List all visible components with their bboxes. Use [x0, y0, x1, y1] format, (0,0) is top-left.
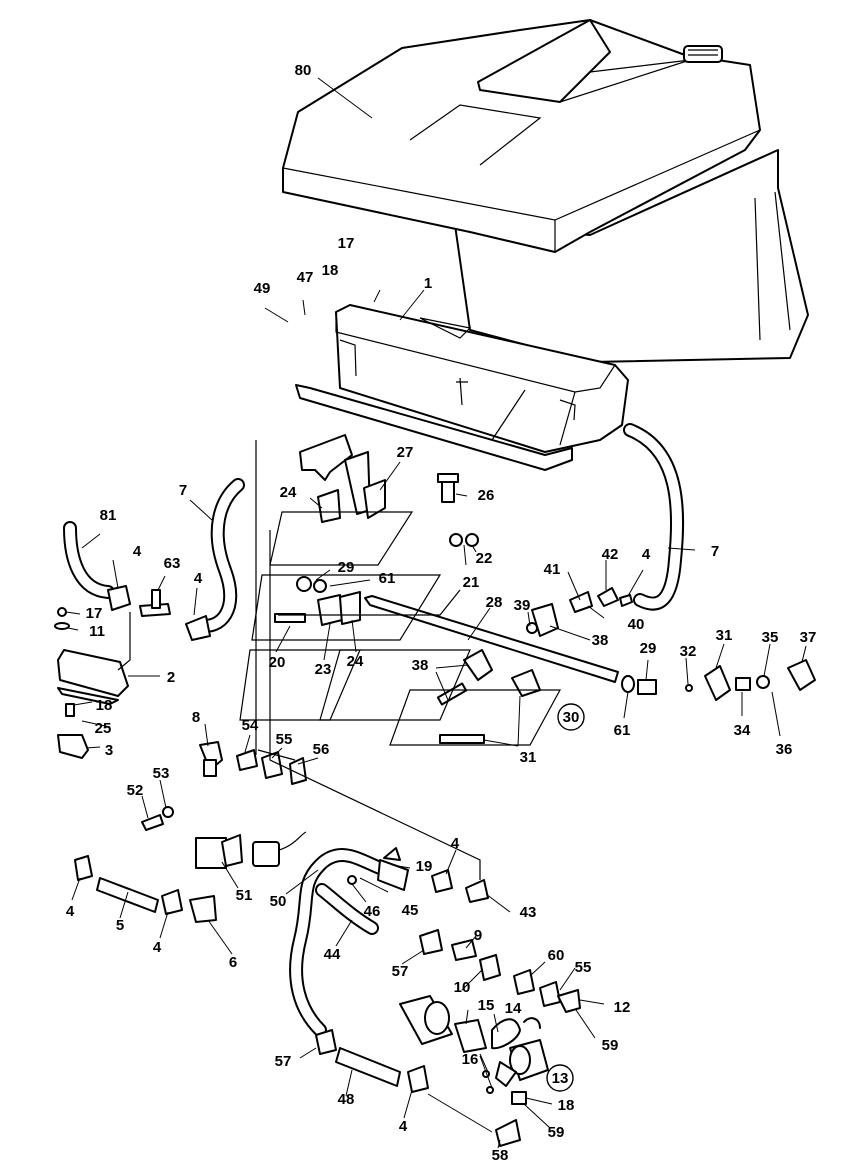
callout-label-55: 55 [575, 959, 592, 976]
callout-label-55: 55 [276, 731, 293, 748]
callout-label-4: 4 [642, 546, 651, 563]
callout-label-2: 2 [167, 669, 175, 686]
callout-label-80: 80 [295, 62, 312, 79]
callout-label-45: 45 [402, 902, 419, 919]
callout-label-29: 29 [640, 640, 657, 657]
tank-80 [282, 19, 809, 363]
callout-label-36: 36 [776, 741, 793, 758]
callout-label-17: 17 [86, 605, 103, 622]
callout-label-7: 7 [711, 543, 719, 560]
callout-label-63: 63 [164, 555, 181, 572]
callout-label-46: 46 [364, 903, 381, 920]
lower-hoses [289, 847, 581, 1147]
callout-label-14: 14 [505, 1000, 522, 1017]
callout-label-9: 9 [474, 927, 482, 944]
callout-label-53: 53 [153, 765, 170, 782]
callout-label-4: 4 [451, 835, 460, 852]
callout-label-31: 31 [716, 627, 733, 644]
callout-label-58: 58 [492, 1147, 509, 1164]
callout-label-42: 42 [602, 546, 619, 563]
callout-label-19: 19 [416, 858, 433, 875]
hose-7-left [193, 478, 245, 633]
callout-label-4: 4 [194, 570, 203, 587]
bracket-1 [295, 304, 629, 471]
callout-label-48: 48 [338, 1091, 355, 1108]
callout-label-59: 59 [548, 1124, 565, 1141]
callout-label-27: 27 [397, 444, 414, 461]
callout-label-18: 18 [558, 1097, 575, 1114]
callout-label-26: 26 [478, 487, 495, 504]
callout-label-10: 10 [454, 979, 471, 996]
callout-label-12: 12 [614, 999, 631, 1016]
callout-label-43: 43 [520, 904, 537, 921]
callout-label-50: 50 [270, 893, 287, 910]
callout-label-24: 24 [280, 484, 297, 501]
leader-lines [65, 77, 807, 1149]
callout-label-24: 24 [347, 653, 364, 670]
callout-label-60: 60 [548, 947, 565, 964]
callout-label-23: 23 [315, 661, 332, 678]
callout-label-35: 35 [762, 629, 779, 646]
callout-label-38: 38 [412, 657, 429, 674]
mounting-hardware [274, 434, 657, 744]
callout-label-22: 22 [476, 550, 493, 567]
circled-callout-30: 30 [563, 709, 580, 726]
callout-label-38: 38 [592, 632, 609, 649]
callout-label-6: 6 [229, 954, 237, 971]
callout-label-16: 16 [462, 1051, 479, 1068]
callout-label-39: 39 [514, 597, 531, 614]
callout-label-18: 18 [322, 262, 339, 279]
middle-fittings [199, 741, 307, 785]
callout-label-29: 29 [338, 559, 355, 576]
callout-label-61: 61 [379, 570, 396, 587]
callout-label-25: 25 [95, 720, 112, 737]
callout-label-4: 4 [66, 903, 75, 920]
callout-label-20: 20 [269, 654, 286, 671]
callout-label-4: 4 [133, 543, 142, 560]
circled-callout-labels: 30 13 [552, 709, 580, 1087]
callout-label-37: 37 [800, 629, 817, 646]
callout-label-21: 21 [463, 574, 480, 591]
callout-label-17: 17 [338, 235, 355, 252]
left-components [54, 585, 211, 759]
callout-label-8: 8 [192, 709, 200, 726]
callout-label-59: 59 [602, 1037, 619, 1054]
callout-label-7: 7 [179, 482, 187, 499]
hose-7-right [623, 423, 685, 611]
hose-81 [63, 521, 115, 599]
right-fittings [685, 659, 816, 701]
callout-label-31: 31 [520, 749, 537, 766]
callout-label-81: 81 [100, 507, 117, 524]
callout-label-57: 57 [275, 1053, 292, 1070]
lower-right-assembly [399, 995, 574, 1105]
callout-label-44: 44 [324, 946, 341, 963]
callout-label-41: 41 [544, 561, 561, 578]
callout-label-49: 49 [254, 280, 271, 297]
callout-label-47: 47 [297, 269, 314, 286]
callout-label-11: 11 [89, 623, 105, 640]
callout-label-56: 56 [313, 741, 330, 758]
callout-label-28: 28 [486, 594, 503, 611]
callout-label-18: 18 [96, 697, 113, 714]
callout-label-1: 1 [424, 275, 432, 292]
callout-label-15: 15 [478, 997, 495, 1014]
callout-label-54: 54 [242, 717, 259, 734]
callout-label-51: 51 [236, 887, 253, 904]
callout-label-32: 32 [680, 643, 697, 660]
callout-label-61: 61 [614, 722, 631, 739]
assembly-outline [239, 440, 562, 880]
circled-callout-13: 13 [552, 1070, 569, 1087]
callout-label-40: 40 [628, 616, 645, 633]
callout-label-4: 4 [153, 939, 162, 956]
callout-label-3: 3 [105, 742, 113, 759]
callout-label-52: 52 [127, 782, 144, 799]
callout-label-34: 34 [734, 722, 751, 739]
callout-label-5: 5 [116, 917, 124, 934]
callout-label-57: 57 [392, 963, 409, 980]
callout-label-4: 4 [399, 1118, 408, 1135]
